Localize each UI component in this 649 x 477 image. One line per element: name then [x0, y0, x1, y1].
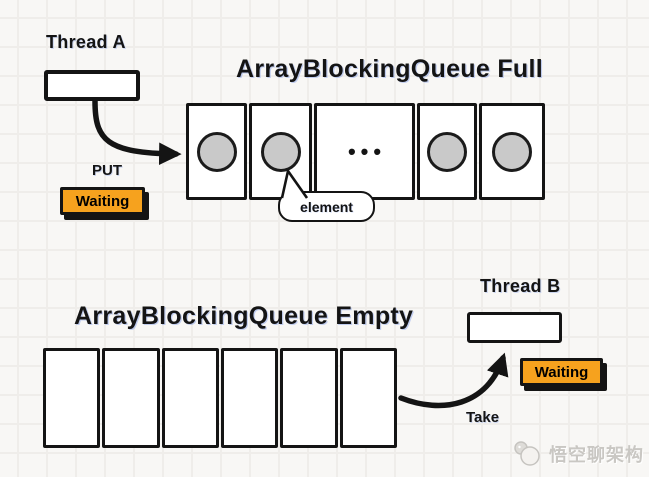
empty-queue: [43, 348, 397, 448]
full-queue-title: ArrayBlockingQueue Full: [236, 55, 543, 83]
queue-cell-filled: [479, 103, 545, 200]
watermark-text: 悟空聊架构: [549, 445, 644, 465]
ellipsis-dots: •••: [347, 138, 387, 164]
queue-cell-empty: [220, 348, 279, 448]
put-arrow: [92, 98, 182, 166]
thread-a-label: Thread A: [46, 32, 126, 52]
watermark: 悟空聊架构: [511, 438, 644, 470]
thread-a-box: [44, 70, 140, 101]
full-queue: •••: [186, 103, 545, 200]
wukong-logo-icon: [514, 441, 540, 466]
queue-cell-ellipsis: •••: [314, 103, 415, 200]
queue-cell-filled: [186, 103, 247, 200]
queue-cell-filled: [249, 103, 312, 200]
take-arrow: [398, 352, 509, 409]
put-waiting-badge: Waiting: [60, 187, 145, 215]
take-waiting-badge: Waiting: [520, 358, 603, 386]
thread-b-box: [467, 312, 562, 343]
queue-cell-empty: [102, 348, 160, 448]
queue-cell-filled: [417, 103, 477, 200]
put-action-label: PUT: [92, 162, 122, 179]
thread-b-label: Thread B: [480, 276, 561, 296]
queue-element-circle: [427, 131, 467, 172]
empty-queue-title: ArrayBlockingQueue Empty: [74, 302, 414, 330]
element-bubble-tail: [280, 169, 309, 199]
queue-cell-empty: [43, 348, 101, 448]
queue-element-circle: [260, 131, 301, 172]
queue-cell-empty: [280, 348, 338, 448]
queue-cell-empty: [339, 348, 397, 448]
take-action-label: Take: [466, 409, 500, 426]
queue-element-circle: [492, 131, 532, 172]
queue-cell-empty: [161, 348, 219, 448]
element-bubble-label: element: [300, 198, 353, 215]
queue-element-circle: [196, 131, 237, 172]
